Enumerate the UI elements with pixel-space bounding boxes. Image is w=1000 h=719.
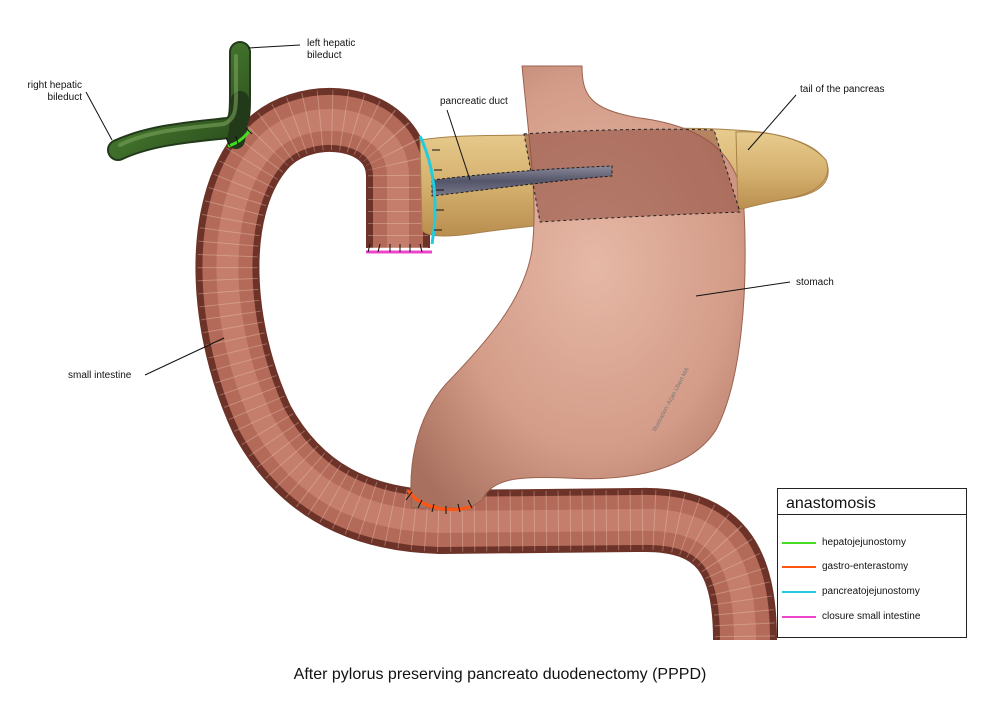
legend-item-label: closure small intestine <box>822 611 921 622</box>
legend-item-pancreatojejunostomy: pancreatojejunostomy <box>782 586 920 597</box>
label-right-hepatic-bileduct: right hepatic bileduct <box>27 80 82 103</box>
label-left-hepatic-bileduct: left hepatic bileduct <box>307 38 356 61</box>
legend-item-gastro-enterastomy: gastro-enterastomy <box>782 561 908 572</box>
label-small-intestine: small intestine <box>68 370 132 381</box>
pancreatojejunostomy-line <box>418 135 437 245</box>
pancreatic-duct <box>431 165 613 197</box>
legend-item-label: gastro-enterastomy <box>822 561 909 572</box>
leader-lines <box>85 44 797 376</box>
legend-swatch <box>782 615 816 618</box>
legend: anastomosis hepatojejunostomy gastro-ent… <box>777 488 967 638</box>
pancreas-body-dotted <box>523 128 741 223</box>
legend-item-hepatojejunostomy: hepatojejunostomy <box>782 537 906 548</box>
legend-item-closure-small-intestine: closure small intestine <box>782 611 920 622</box>
sutures <box>225 127 473 514</box>
legend-title: anastomosis <box>778 489 966 515</box>
pancreas-tail <box>735 131 829 211</box>
label-tail-of-pancreas: tail of the pancreas <box>800 84 885 95</box>
legend-item-label: pancreatojejunostomy <box>822 586 920 597</box>
label-pancreatic-duct: pancreatic duct <box>440 96 508 107</box>
bile-ducts <box>107 41 251 161</box>
legend-item-label: hepatojejunostomy <box>822 537 906 548</box>
gastro-enterastomy-line <box>406 489 473 511</box>
small-intestine <box>195 87 777 641</box>
figure-caption: After pylorus preserving pancreato duode… <box>293 666 707 683</box>
legend-swatch <box>782 541 816 544</box>
label-stomach: stomach <box>796 277 834 288</box>
legend-swatch <box>782 565 816 568</box>
legend-swatch <box>782 590 816 593</box>
